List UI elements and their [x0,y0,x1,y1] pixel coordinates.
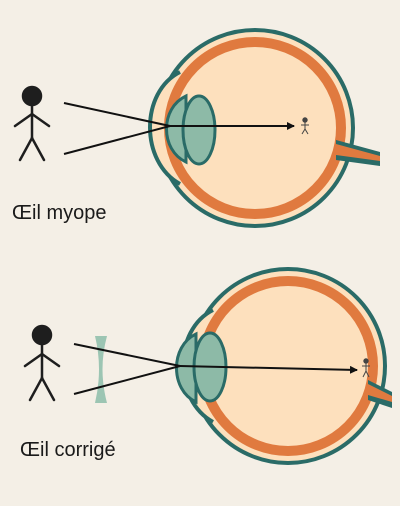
corrected-eye-caption: Œil corrigé [20,439,116,461]
corrective-concave-lens [95,336,107,403]
myopic-image-figure [301,117,309,135]
corrected-rays [73,343,358,395]
corrected-eye-retina [198,276,378,456]
myopic-eye-lens [181,94,217,166]
corrected-optic-nerve [368,384,392,402]
stick-figure-top [13,85,51,162]
myopic-rays [63,102,295,155]
myopic-eye-caption: Œil myope [12,202,107,224]
corrected-ray-lower [73,365,181,395]
stick-figure-bottom [23,324,61,402]
myopic-optic-nerve [336,144,380,161]
myopic-eye-iris [165,93,188,165]
myopic-ray-upper [63,102,171,127]
corrected-ray-upper [73,343,181,367]
corrected-ray-focus [179,365,358,374]
corrected-eye-iris [175,331,198,405]
myopic-eye [148,28,380,228]
myopic-ray-lower [63,125,171,155]
corrected-eye [175,267,392,465]
corrected-image-figure [362,358,370,378]
